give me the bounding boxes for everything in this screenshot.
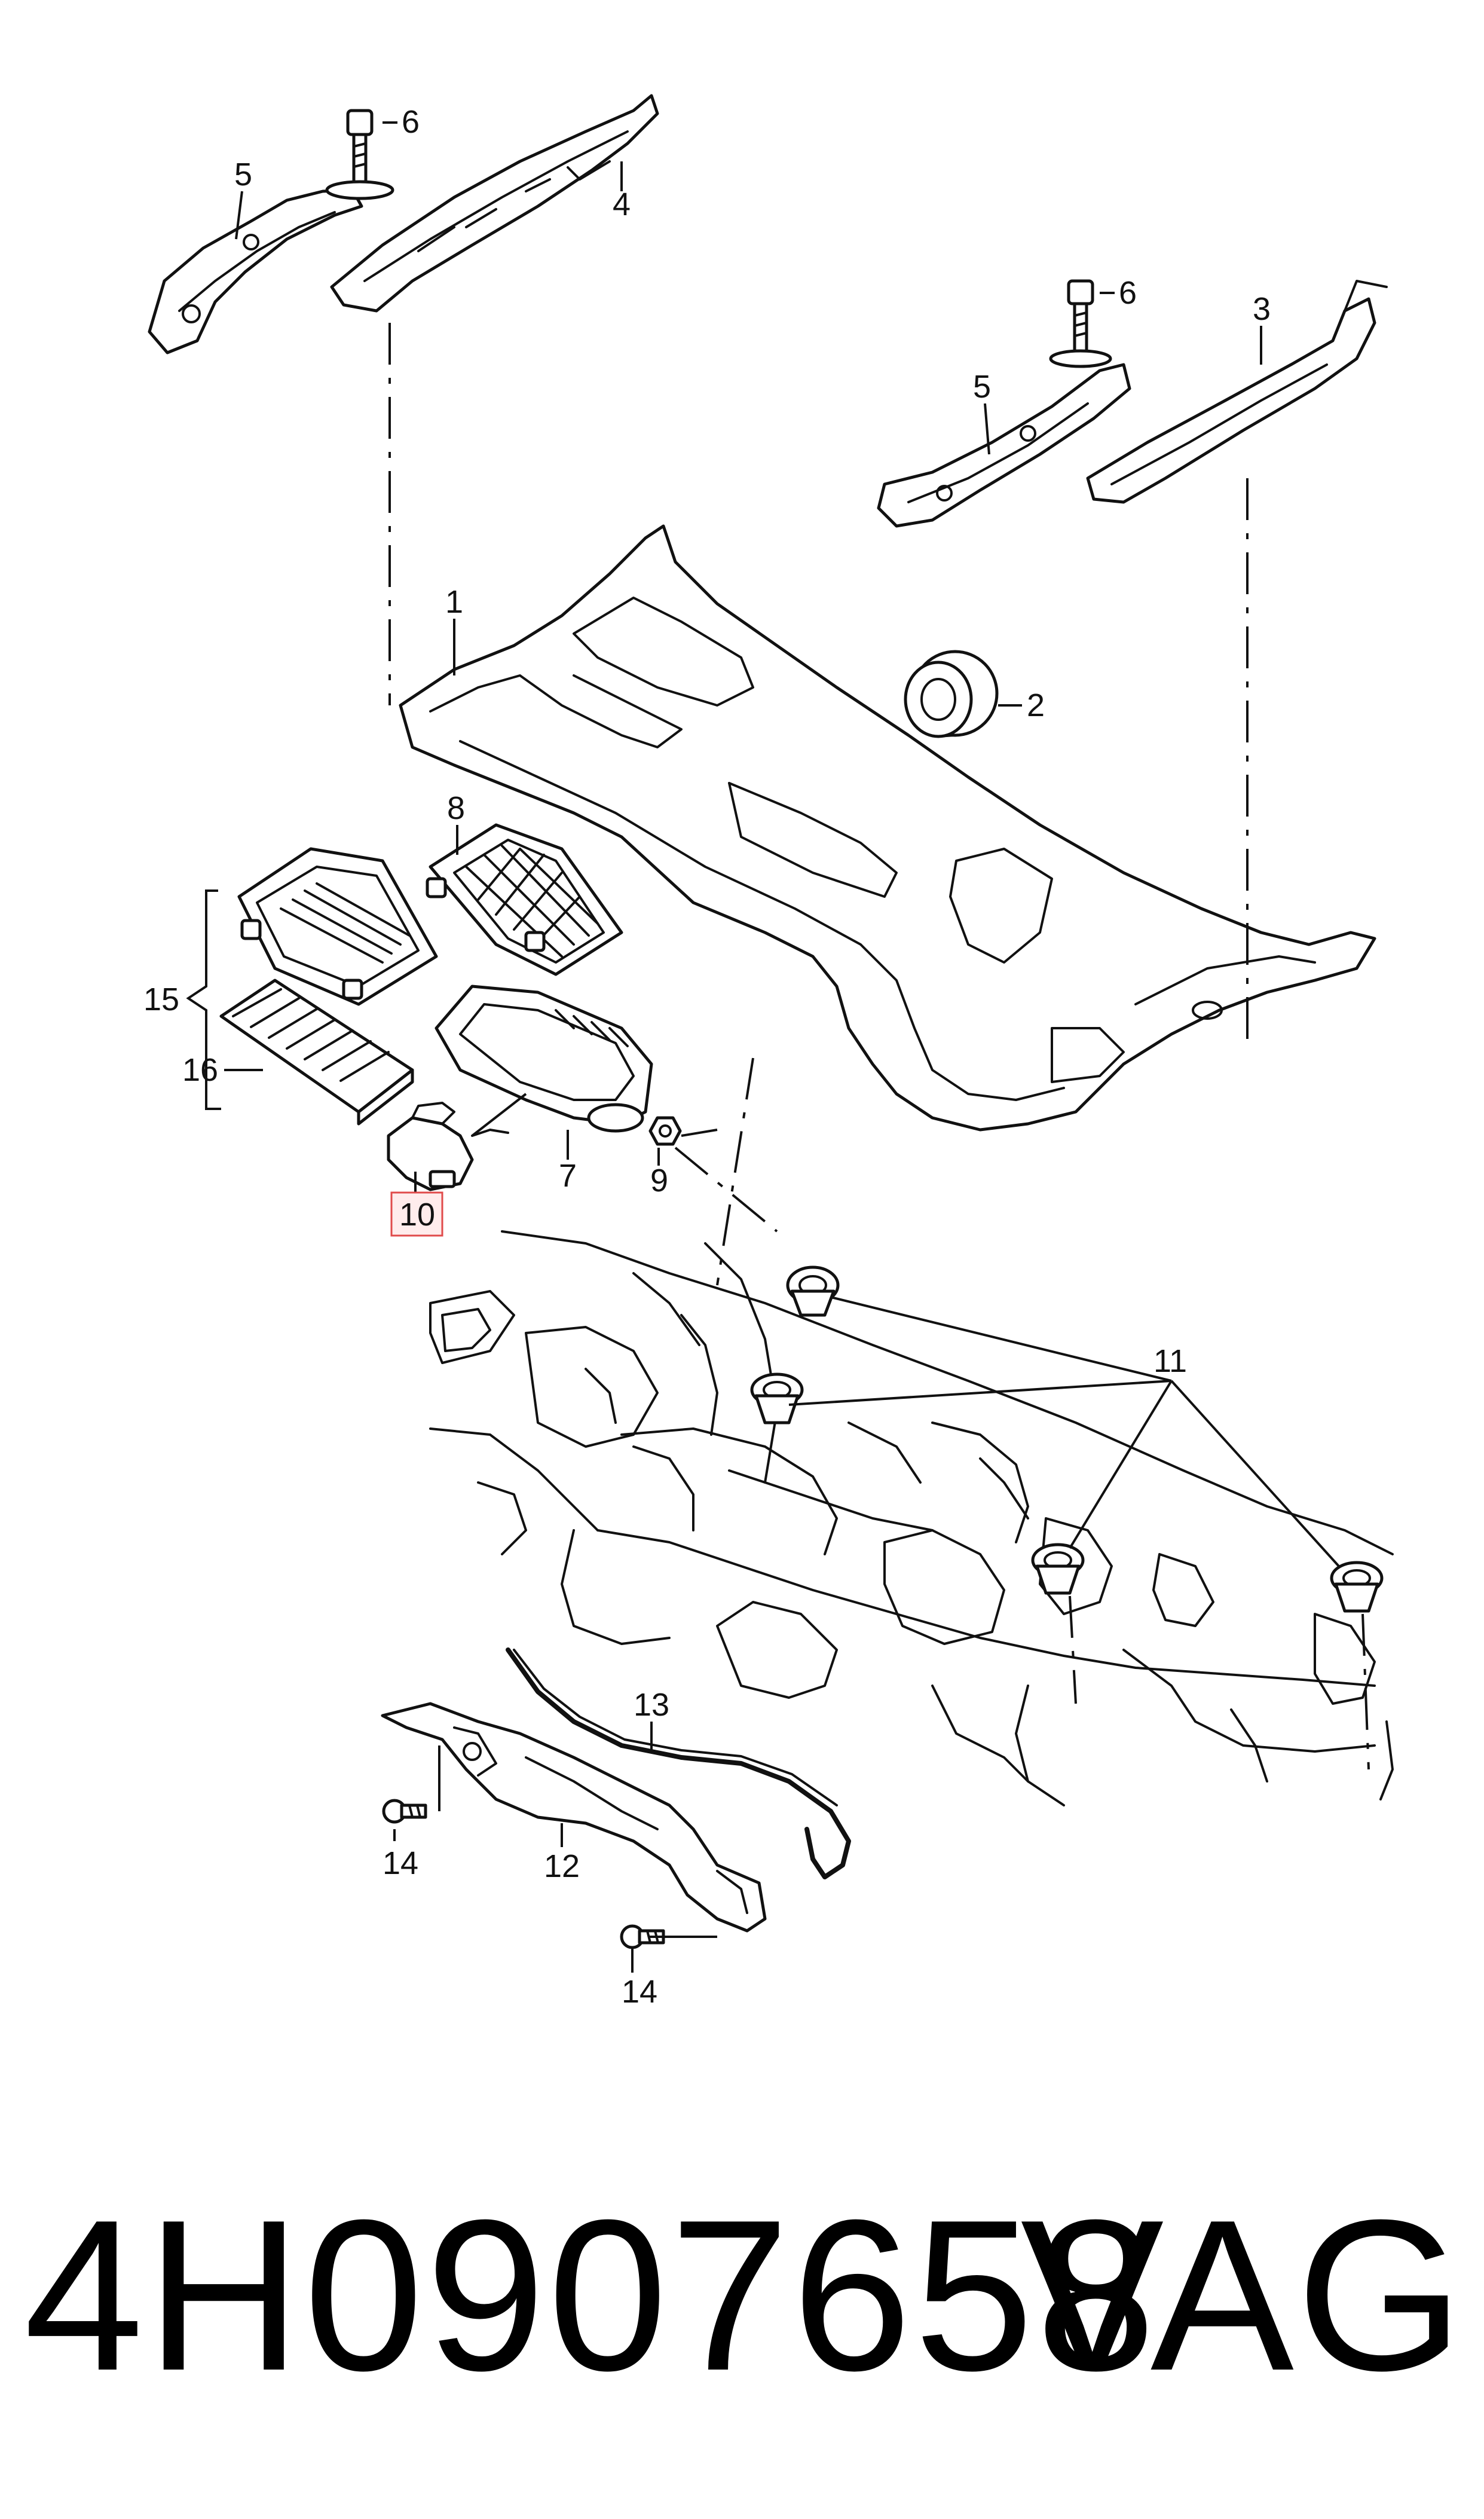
callout-14-right: 14 <box>622 1974 657 2010</box>
part-9-nut <box>648 1116 682 1146</box>
part-6-bolt-right <box>1049 279 1112 368</box>
grommet-3 <box>1031 1543 1085 1595</box>
brand-text: VAG <box>1020 2175 1466 2416</box>
part-10-sensor <box>387 1102 509 1191</box>
grommet-2 <box>750 1372 804 1424</box>
part-8-mesh-cover <box>426 823 623 976</box>
footer: 4H0907658 VAG <box>0 2152 1484 2519</box>
leader-lines <box>186 121 1340 1973</box>
assembly-lines <box>388 323 1370 1811</box>
exploded-view-drawing: 6 5 4 6 5 3 1 2 8 15 16 7 9 10 11 13 12 … <box>143 94 1394 2010</box>
callout-9: 9 <box>650 1163 668 1199</box>
part-1-cowl-panel <box>399 524 1376 1132</box>
callout-11: 11 <box>1153 1343 1187 1379</box>
callout-5-right: 5 <box>973 369 991 405</box>
grommet-4 <box>1330 1561 1384 1613</box>
part-4-cowl-strip <box>330 94 659 313</box>
part-2-tape-roll <box>904 650 999 738</box>
part-5-right-trim <box>877 363 1131 528</box>
callout-7: 7 <box>559 1158 577 1194</box>
part-6-bolt-upper <box>325 109 394 200</box>
callout-labels: 6 5 4 6 5 3 1 2 8 15 16 7 9 10 11 13 12 … <box>143 104 1271 2010</box>
part-13-seal-strip <box>506 1647 851 1879</box>
callout-12: 12 <box>544 1848 580 1884</box>
callout-2: 2 <box>1027 687 1045 723</box>
parts-diagram: 6 5 4 6 5 3 1 2 8 15 16 7 9 10 11 13 12 … <box>143 94 1394 2010</box>
callout-10: 10 <box>399 1197 435 1233</box>
part-15-filter-housing <box>237 847 438 1006</box>
part-5-left-trim <box>148 188 363 354</box>
callout-6-right: 6 <box>1119 275 1137 311</box>
callout-3: 3 <box>1253 291 1271 327</box>
callout-5-upper: 5 <box>234 157 252 192</box>
part-3-cowl-strip <box>1086 280 1388 504</box>
callout-4: 4 <box>613 187 631 222</box>
grommet-1 <box>786 1265 840 1317</box>
callout-16: 16 <box>182 1052 218 1088</box>
part-12-lower-bracket <box>381 1702 767 1933</box>
callout-10-highlight <box>390 1191 443 1237</box>
part-number-text: 4H0907658 <box>24 2175 1158 2416</box>
callout-14-left: 14 <box>383 1845 418 1881</box>
callout-8: 8 <box>447 790 465 826</box>
part-7-air-duct-housing <box>435 985 653 1133</box>
callout-1: 1 <box>445 584 463 620</box>
part-11-grommets <box>750 1265 1384 1613</box>
callout-6-upper: 6 <box>402 104 420 140</box>
callout-15: 15 <box>143 982 179 1017</box>
part-14-screw-left <box>382 1799 427 1824</box>
part-16-filter-insert <box>219 979 414 1126</box>
callout-13: 13 <box>634 1687 669 1723</box>
